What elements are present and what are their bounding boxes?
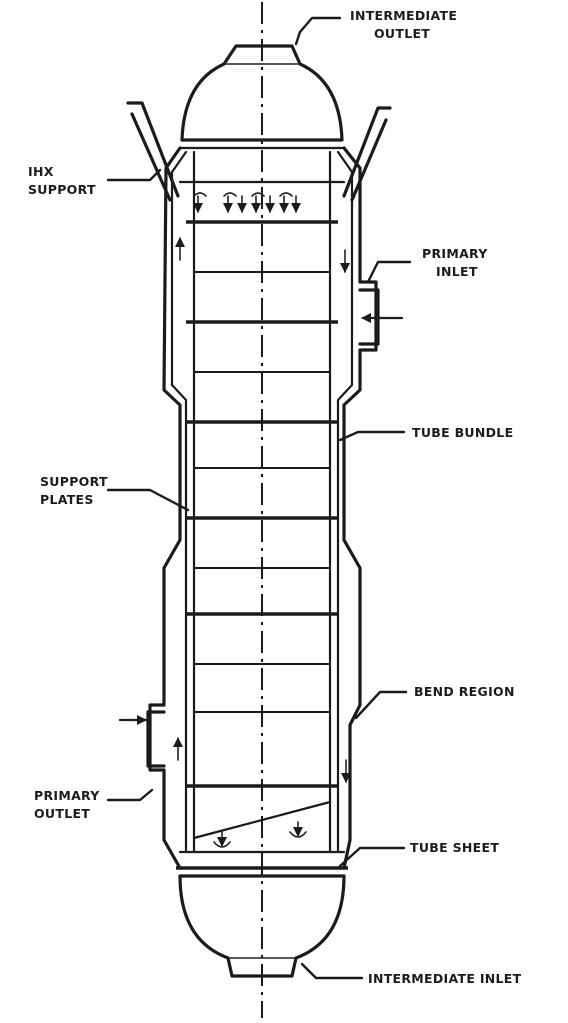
support-plates — [186, 220, 338, 788]
svg-text:IHX: IHX — [28, 164, 54, 179]
svg-text:SUPPORT: SUPPORT — [40, 474, 108, 489]
svg-text:PRIMARY: PRIMARY — [422, 246, 488, 261]
ihx-support-brackets — [126, 101, 392, 202]
label-intermediate-outlet: INTERMEDIATE OUTLET — [350, 8, 457, 41]
svg-text:INLET: INLET — [436, 264, 478, 279]
label-support-plates: SUPPORT PLATES — [40, 474, 108, 507]
svg-text:INTERMEDIATE: INTERMEDIATE — [350, 8, 457, 23]
leader-lines — [106, 16, 412, 980]
svg-text:SUPPORT: SUPPORT — [28, 182, 96, 197]
outer-shell-left — [148, 146, 182, 870]
svg-text:OUTLET: OUTLET — [34, 806, 90, 821]
svg-text:BEND REGION: BEND REGION — [414, 684, 515, 699]
label-primary-outlet: PRIMARY OUTLET — [34, 788, 100, 821]
label-primary-inlet: PRIMARY INLET — [422, 246, 488, 279]
svg-text:OUTLET: OUTLET — [374, 26, 430, 41]
svg-text:INTERMEDIATE INLET: INTERMEDIATE INLET — [368, 971, 522, 986]
tube-grid-lines — [194, 271, 330, 713]
annulus-flow-arrows — [173, 237, 351, 783]
label-tube-sheet: TUBE SHEET — [410, 840, 499, 855]
tube-sheet-region — [176, 800, 348, 870]
lower-head — [178, 874, 346, 978]
inner-shell-right — [336, 150, 354, 854]
upper-head — [178, 44, 346, 150]
primary-outlet-nozzle — [118, 710, 166, 768]
primary-inlet-nozzle — [358, 288, 404, 346]
label-tube-bundle: TUBE BUNDLE — [412, 425, 513, 440]
svg-text:PRIMARY: PRIMARY — [34, 788, 100, 803]
upper-plenum — [178, 180, 346, 213]
svg-text:PLATES: PLATES — [40, 492, 94, 507]
svg-text:TUBE SHEET: TUBE SHEET — [410, 840, 499, 855]
svg-text:TUBE BUNDLE: TUBE BUNDLE — [412, 425, 513, 440]
label-intermediate-inlet: INTERMEDIATE INLET — [368, 971, 522, 986]
outer-shell-right — [342, 146, 378, 870]
inner-shell-left — [170, 150, 188, 854]
label-bend-region: BEND REGION — [414, 684, 515, 699]
label-ihx-support: IHX SUPPORT — [28, 164, 96, 197]
